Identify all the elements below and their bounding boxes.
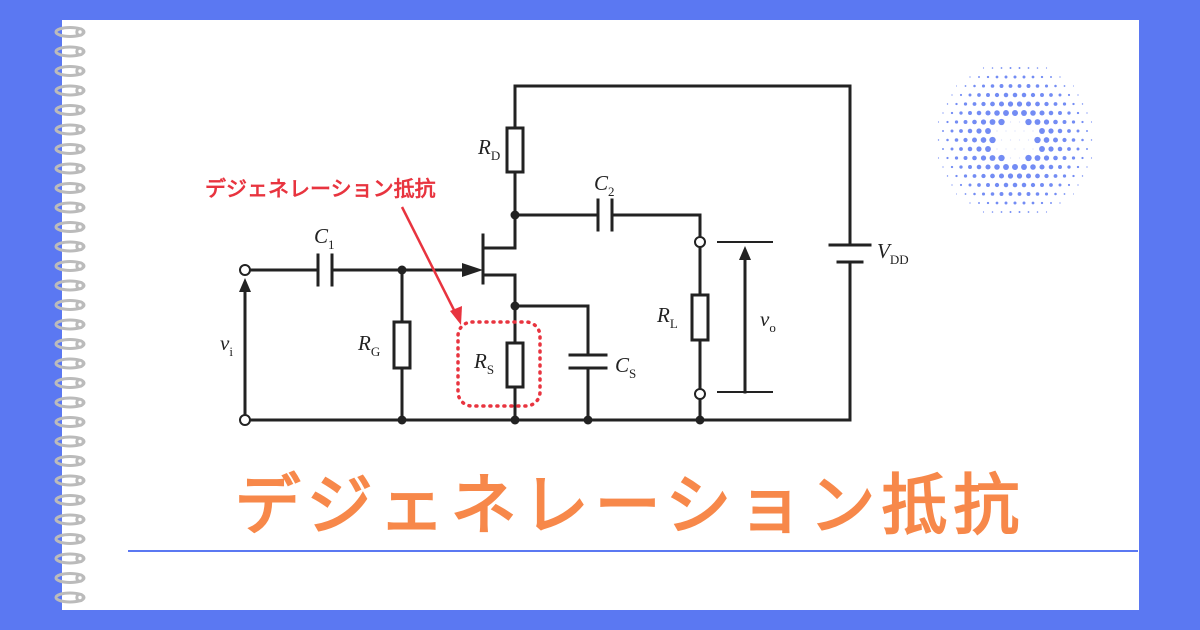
resistor-rg xyxy=(392,320,412,370)
output-terminal-bottom xyxy=(694,388,706,400)
title-underline xyxy=(128,550,1138,552)
svg-text:RD: RD xyxy=(477,135,500,163)
svg-text:vi: vi xyxy=(220,331,233,359)
annotation-label: デジェネレーション抵抗 xyxy=(205,177,436,201)
gate-arrow-icon xyxy=(462,263,483,277)
svg-text:vo: vo xyxy=(760,307,776,335)
output-terminal-top xyxy=(694,236,706,248)
vi-arrow-icon xyxy=(239,278,251,292)
svg-text:RS: RS xyxy=(473,349,494,377)
vo-arrow-icon xyxy=(739,246,751,260)
svg-text:RG: RG xyxy=(357,331,380,359)
resistor-rd xyxy=(505,126,525,174)
input-terminal-bottom xyxy=(239,414,251,426)
notebook-rings xyxy=(54,26,86,604)
svg-text:C1: C1 xyxy=(314,224,335,252)
input-terminal-top xyxy=(239,264,251,276)
svg-text:VDD: VDD xyxy=(877,239,909,267)
annotation-arrow-icon xyxy=(450,306,462,325)
card xyxy=(62,20,1139,610)
svg-text:RL: RL xyxy=(656,303,678,331)
page-title: デジェネレーション抵抗 xyxy=(234,467,1026,544)
svg-text:C2: C2 xyxy=(594,171,615,199)
highlight-box xyxy=(456,320,542,408)
resistor-rl xyxy=(690,293,710,342)
resistor-rs xyxy=(505,341,525,389)
halftone-circle-decoration xyxy=(937,67,1093,213)
svg-text:CS: CS xyxy=(615,353,636,381)
